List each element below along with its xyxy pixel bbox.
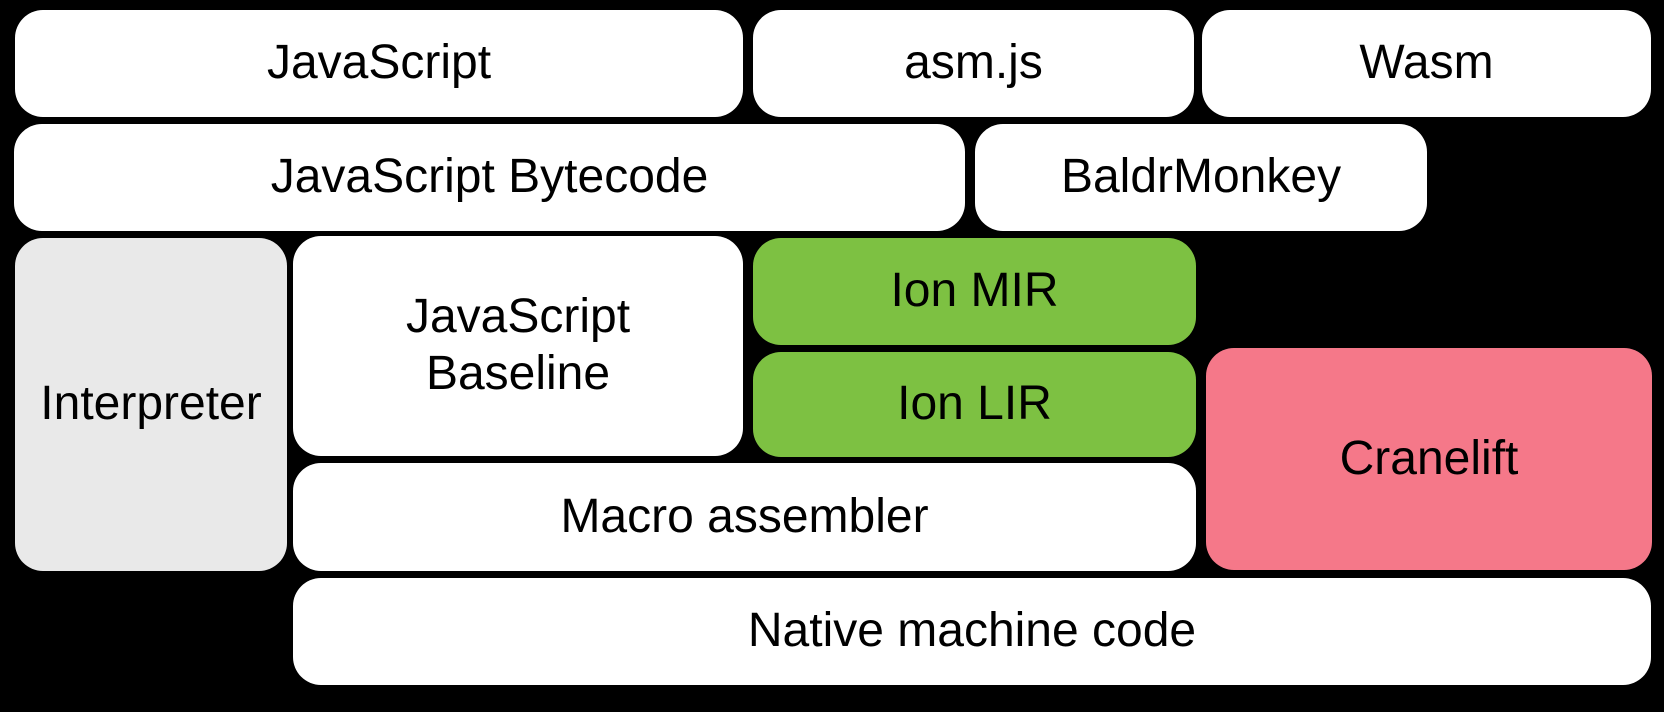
node-wasm-label: Wasm <box>1359 36 1494 90</box>
node-cranelift: Cranelift <box>1206 348 1652 570</box>
node-javascript-label: JavaScript <box>266 36 492 90</box>
node-macro-assembler: Macro assembler <box>293 463 1196 571</box>
node-wasm: Wasm <box>1202 10 1651 117</box>
node-javascript: JavaScript <box>15 10 743 117</box>
node-javascript-bytecode: JavaScript Bytecode <box>14 124 965 231</box>
node-javascript-bytecode-label: JavaScript Bytecode <box>270 150 709 204</box>
node-javascript-baseline: JavaScript Baseline <box>293 236 743 456</box>
node-baldrmonkey-label: BaldrMonkey <box>1060 150 1342 204</box>
node-ion-mir: Ion MIR <box>753 238 1196 345</box>
node-javascript-baseline-label: JavaScript Baseline <box>405 290 631 400</box>
node-interpreter-label: Interpreter <box>40 377 262 431</box>
node-macro-assembler-label: Macro assembler <box>560 489 929 543</box>
node-asmjs-label: asm.js <box>904 36 1043 90</box>
node-cranelift-label: Cranelift <box>1339 431 1519 485</box>
node-asmjs: asm.js <box>753 10 1194 117</box>
node-interpreter: Interpreter <box>15 238 287 571</box>
node-ion-mir-label: Ion MIR <box>890 264 1059 318</box>
node-ion-lir-label: Ion LIR <box>897 377 1052 431</box>
node-native-machine-code: Native machine code <box>293 578 1651 685</box>
node-native-machine-code-label: Native machine code <box>747 604 1197 658</box>
node-ion-lir: Ion LIR <box>753 352 1196 457</box>
node-baldrmonkey: BaldrMonkey <box>975 124 1427 231</box>
